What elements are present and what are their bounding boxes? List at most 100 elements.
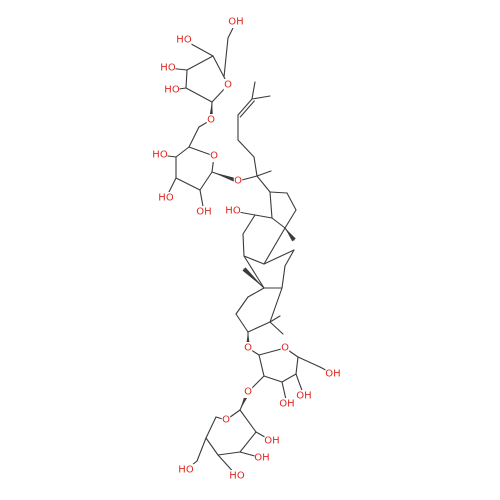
bond-g1b-g1c xyxy=(185,69,188,89)
bond-r1-r2 xyxy=(235,296,249,315)
atom-label-g2-oh-b: HO xyxy=(158,193,174,204)
wedge-bond-r14-r18 xyxy=(285,228,296,242)
double-bond-c24-c25 xyxy=(239,100,255,118)
bond-g4c-g4d xyxy=(205,437,219,456)
bond-g1e-g1ch xyxy=(223,37,229,78)
atom-label-g3-oh-b: OH xyxy=(296,391,311,402)
bond-g3c-g3d xyxy=(281,373,297,383)
bond-g3d-g3e xyxy=(295,356,299,375)
bond-g2d-g2e xyxy=(199,171,213,191)
label-backdrop xyxy=(264,435,280,447)
bond-c20-c22 xyxy=(253,156,258,177)
label-backdrop xyxy=(221,414,231,426)
atom-label-g3-link-o: O xyxy=(244,387,252,398)
atom-label-g3-ring-o: O xyxy=(281,343,289,354)
label-backdrop xyxy=(223,79,233,91)
atom-label-g4-ch2oh: HO xyxy=(178,465,194,476)
atom-label-g2-oh-c: OH xyxy=(196,207,211,218)
bond-c24-c25 xyxy=(237,98,253,116)
label-backdrop xyxy=(228,16,244,28)
bond-g3b-g3c xyxy=(263,375,283,383)
bond-g2c6-g2a xyxy=(188,126,200,148)
atom-label-g1-ch2oh: OH xyxy=(228,17,243,28)
wedge-bond-r10-r19 xyxy=(242,267,264,288)
label-backdrop xyxy=(229,470,245,482)
bond-g2a-g2b xyxy=(175,146,190,158)
bond-r9-r10 xyxy=(243,255,265,289)
label-backdrop xyxy=(296,390,312,402)
atom-label-g2-oh-a: HO xyxy=(152,150,168,161)
bond-r8-r14 xyxy=(263,227,286,265)
bond-r13-r17 xyxy=(269,191,273,219)
bond-r5-r6 xyxy=(281,265,286,289)
bond-r13-r12 xyxy=(254,214,273,219)
atom-label-g4-ring-o: O xyxy=(222,415,230,426)
bond-r15-r14 xyxy=(284,209,297,229)
bond-c22-c23 xyxy=(237,139,255,158)
bond-r7-r8 xyxy=(263,249,295,265)
bond-g3e-g3ch xyxy=(297,356,321,368)
label-backdrop xyxy=(243,386,253,398)
label-backdrop xyxy=(225,205,241,217)
atom-label-g1-ring-o: O xyxy=(224,80,232,91)
atom-label-g1-oh-low: HO xyxy=(164,85,180,96)
bond-r4-r4b xyxy=(269,321,284,335)
bond-layer xyxy=(159,21,334,477)
label-backdrop xyxy=(243,342,253,354)
bond-g4c-g4ch xyxy=(196,437,207,462)
label-backdrop xyxy=(176,34,192,46)
bond-g1c-g1d xyxy=(185,87,213,103)
wedge-bond-g2e-c20o xyxy=(212,172,239,184)
bond-g4d-g4e xyxy=(217,451,241,456)
bond-r16-r15 xyxy=(286,192,297,211)
label-backdrop xyxy=(152,149,168,161)
bond-r10-r1 xyxy=(247,287,265,298)
bond-g1a-g1b xyxy=(186,55,214,71)
atom-label-g3-ch2oh: OH xyxy=(325,369,340,380)
bond-g4b-g4c xyxy=(205,416,217,439)
bond-r2-r3 xyxy=(235,313,249,333)
label-backdrop xyxy=(160,62,176,74)
label-backdrop xyxy=(178,464,194,476)
bond-r4-r5 xyxy=(269,287,283,323)
label-backdrop xyxy=(254,452,270,464)
bond-r12-r11 xyxy=(242,214,256,235)
bond-r17-r16 xyxy=(269,191,288,194)
atom-label-c3-o: O xyxy=(244,343,252,354)
bond-g2c-g2d xyxy=(175,177,201,191)
bond-r14-r13 xyxy=(271,217,286,229)
label-backdrop xyxy=(158,192,174,204)
label-backdrop xyxy=(196,206,212,218)
atom-label-g1-link-o: O xyxy=(207,115,215,126)
bond-r4-r4a xyxy=(269,315,281,323)
atom-label-g4-oh-a: OH xyxy=(254,453,269,464)
bond-c25-c27 xyxy=(251,81,256,100)
label-backdrop xyxy=(279,398,295,410)
bond-g1e-g1a xyxy=(212,55,225,78)
bond-c25-c26 xyxy=(251,95,271,100)
bond-g3O-g3a xyxy=(258,347,286,356)
label-backdrop xyxy=(206,114,216,126)
bond-r3-r4 xyxy=(247,321,271,333)
atom-label-g2-ring-o: O xyxy=(210,151,218,162)
bond-c20-r17 xyxy=(256,175,271,193)
label-backdrop xyxy=(325,368,341,380)
atom-label-c12-oh: HO xyxy=(225,206,241,217)
bond-g4f-g4a xyxy=(239,409,257,433)
label-backdrop xyxy=(164,84,180,96)
label-backdrop xyxy=(280,342,290,354)
bond-r11-r9 xyxy=(242,233,245,257)
bond-r9-r8 xyxy=(243,255,265,265)
bond-g3a-g3b xyxy=(258,354,265,377)
bond-g4e-g4f xyxy=(239,431,257,453)
label-backdrop xyxy=(209,150,219,162)
label-backdrop xyxy=(233,175,243,187)
bond-r6-r7 xyxy=(284,249,295,267)
bond-c20-c21 xyxy=(256,170,272,177)
stereo-wedge-layer xyxy=(208,102,296,410)
atom-label-g4-oh-c: HO xyxy=(229,471,245,482)
atom-label-g4-oh-b: OH xyxy=(264,436,279,447)
atom-label-g1-oh-mid: HO xyxy=(160,63,176,74)
